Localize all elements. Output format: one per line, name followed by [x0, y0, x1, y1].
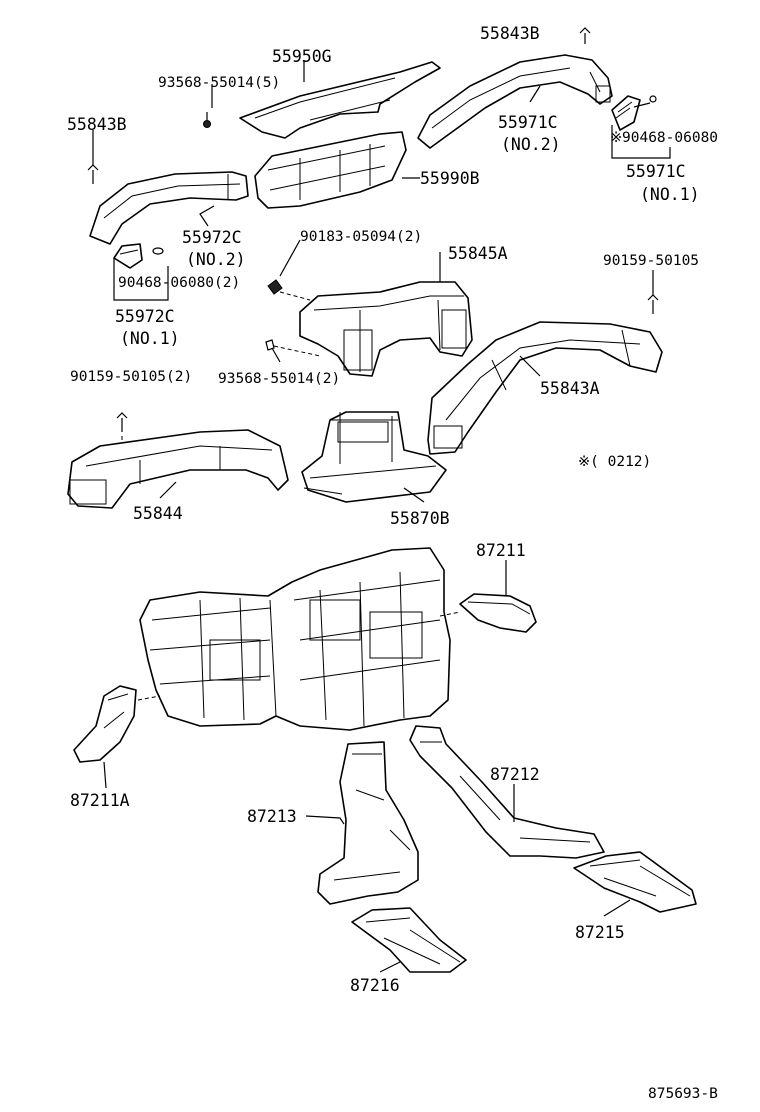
screw-90159-right-icon	[647, 294, 659, 314]
label-93568-mid: 93568-55014(2)	[218, 371, 340, 387]
label-90159-left: 90159-50105(2)	[70, 369, 192, 385]
screw-90159-left-icon	[116, 412, 128, 432]
label-87212: 87212	[490, 765, 540, 784]
part-87213-duct	[317, 741, 419, 905]
label-55843b-top: 55843B	[480, 24, 540, 43]
part-55843a-duct	[427, 321, 663, 455]
part-55972c-no2-duct	[89, 171, 249, 245]
label-55971c-no1: 55971C	[626, 162, 686, 181]
part-55971c-no2-duct	[417, 54, 613, 149]
label-55845a: 55845A	[448, 244, 508, 263]
figure-id: 875693-B	[648, 1086, 718, 1102]
part-87215-vent	[573, 851, 697, 913]
part-87211a-duct	[73, 685, 137, 763]
label-55843a: 55843A	[540, 379, 600, 398]
clip-93568-top-icon	[203, 112, 211, 128]
part-55990b-frame	[254, 131, 407, 209]
label-note: ※( 0212)	[578, 454, 651, 470]
label-55972c-no2-sub: (NO.2)	[186, 250, 246, 269]
label-87211: 87211	[476, 541, 526, 560]
part-55972c-no1-vent	[113, 243, 164, 269]
part-55870b-block	[301, 411, 447, 503]
part-55844-duct	[67, 429, 289, 509]
label-90468-right: 90468-06080	[622, 130, 718, 146]
label-87213: 87213	[247, 807, 297, 826]
clip-90183-icon	[267, 279, 283, 295]
label-55950g: 55950G	[272, 47, 332, 66]
part-55950g-cover	[239, 61, 441, 139]
part-87216-vent	[351, 907, 467, 973]
label-55972c-no1-sub: (NO.1)	[120, 329, 180, 348]
label-55990b: 55990B	[420, 169, 480, 188]
label-90468-left: 90468-06080(2)	[118, 275, 240, 291]
label-87211a: 87211A	[70, 791, 130, 810]
label-55971c-no1-sub: (NO.1)	[640, 185, 700, 204]
part-87211-duct	[459, 593, 537, 633]
part-87212-duct	[409, 725, 605, 859]
label-55971c-no2-sub: (NO.2)	[501, 135, 561, 154]
clip-93568-mid-icon	[265, 339, 275, 351]
label-90183: 90183-05094(2)	[300, 229, 422, 245]
label-55971c-no2: 55971C	[498, 113, 558, 132]
hvac-unit-assembly	[139, 547, 451, 731]
label-93568-top: 93568-55014(5)	[158, 75, 280, 91]
label-55972c-no2: 55972C	[182, 228, 242, 247]
part-55971c-no1-vent	[611, 95, 657, 131]
label-55843b-left: 55843B	[67, 115, 127, 134]
part-55845a-center-duct	[299, 281, 473, 377]
screw-55843b-left-icon	[87, 164, 99, 184]
label-55844: 55844	[133, 504, 183, 523]
screw-55843b-top-icon	[579, 27, 591, 44]
label-55972c-no1: 55972C	[115, 307, 175, 326]
label-55870b: 55870B	[390, 509, 450, 528]
label-87216: 87216	[350, 976, 400, 995]
note-mark-icon: ※	[610, 130, 622, 146]
label-87215: 87215	[575, 923, 625, 942]
label-90159-right: 90159-50105	[603, 253, 699, 269]
